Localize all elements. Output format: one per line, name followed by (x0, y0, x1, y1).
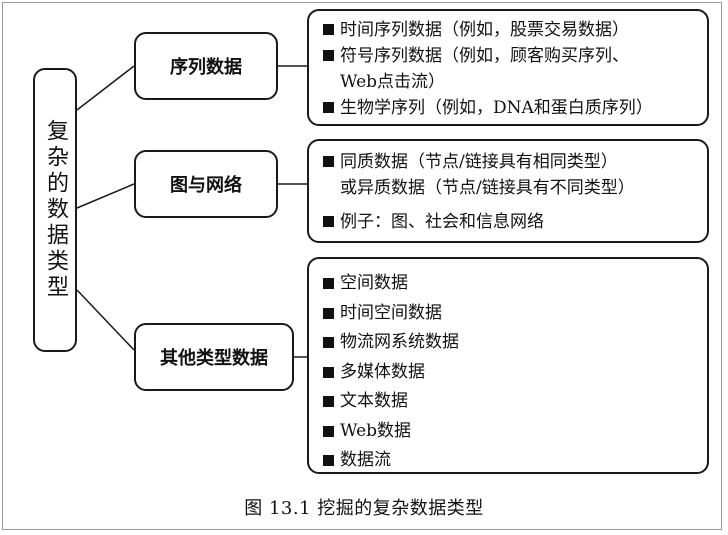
detail-sequence-data: 时间序列数据（例如，股票交易数据） 符号序列数据（例如，顾客购买序列、 Web点… (307, 9, 709, 126)
category-other-data: 其他类型数据 (134, 323, 294, 391)
connector-root-graph (76, 183, 135, 209)
list-item: 例子：图、社会和信息网络 (323, 209, 697, 235)
square-bullet-icon (323, 24, 334, 35)
root-node: 复杂的数据类型 (33, 68, 77, 352)
list-item: 多媒体数据 (323, 358, 697, 388)
list-item: Web数据 (323, 417, 697, 447)
connector-root-seq (76, 65, 135, 111)
list-item: 生物学序列（例如，DNA和蛋白质序列） (323, 95, 697, 121)
category-label: 其他类型数据 (160, 348, 268, 369)
square-bullet-icon (323, 366, 334, 378)
list-item: 时间空间数据 (323, 299, 697, 329)
category-label: 图与网络 (170, 175, 242, 196)
figure-frame (2, 2, 722, 530)
square-bullet-icon (323, 425, 334, 437)
square-bullet-icon (323, 278, 334, 289)
square-bullet-icon (323, 396, 334, 407)
detail-other-data: 空间数据 时间空间数据 物流网系统数据 多媒体数据 文本数据 Web数据 数据流 (307, 257, 709, 474)
list-item: 同质数据（节点/链接具有相同类型） 或异质数据（节点/链接具有不同类型） (323, 149, 697, 201)
detail-graph-network: 同质数据（节点/链接具有相同类型） 或异质数据（节点/链接具有不同类型） 例子：… (307, 139, 709, 243)
square-bullet-icon (323, 102, 334, 113)
connector-root-other (76, 289, 135, 351)
figure-caption: 图 13.1 挖掘的复杂数据类型 (244, 498, 484, 519)
square-bullet-icon (323, 50, 334, 61)
square-bullet-icon (323, 156, 334, 167)
square-bullet-icon (323, 337, 334, 348)
category-label: 序列数据 (170, 57, 242, 78)
square-bullet-icon (323, 307, 334, 319)
square-bullet-icon (323, 455, 334, 466)
list-item: 物流网系统数据 (323, 328, 697, 358)
category-sequence-data: 序列数据 (134, 32, 278, 100)
list-item: 空间数据 (323, 269, 697, 299)
list-item: 数据流 (323, 446, 697, 476)
square-bullet-icon (323, 216, 334, 227)
category-graph-network: 图与网络 (134, 150, 278, 218)
list-item: 文本数据 (323, 387, 697, 417)
list-item: 符号序列数据（例如，顾客购买序列、 Web点击流） (323, 43, 697, 95)
root-node-label: 复杂的数据类型 (43, 119, 68, 301)
list-item: 时间序列数据（例如，股票交易数据） (323, 17, 697, 43)
